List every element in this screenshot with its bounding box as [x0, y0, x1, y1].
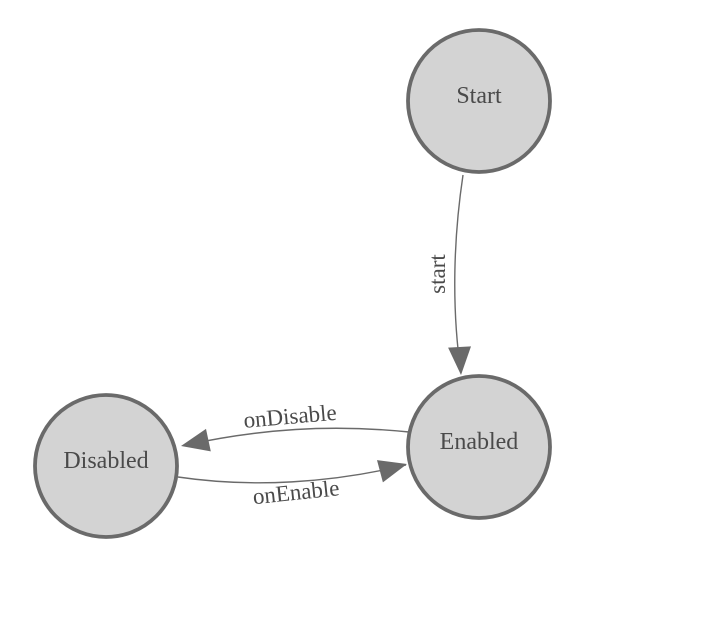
state-label-start: Start — [456, 83, 502, 109]
arrowhead-icon — [448, 346, 471, 375]
transition-enabled-to-disabled: onDisable — [181, 400, 410, 452]
state-circle-start[interactable] — [406, 28, 552, 174]
arrowhead-icon — [181, 428, 211, 452]
edge-path-enabled-to-disabled[interactable] — [185, 427, 410, 446]
edge-label-disabled-to-enabled: onEnable — [252, 475, 341, 509]
edge-path-start-to-enabled[interactable] — [454, 174, 464, 374]
state-circle-enabled[interactable] — [406, 374, 552, 520]
transition-start-to-enabled: start — [425, 174, 471, 375]
edge-path-disabled-to-enabled[interactable] — [177, 464, 407, 484]
state-circle-disabled[interactable] — [33, 393, 179, 539]
transition-disabled-to-enabled: onEnable — [177, 460, 407, 509]
state-node-start[interactable]: Start — [406, 28, 552, 174]
state-label-enabled: Enabled — [440, 429, 519, 455]
state-label-disabled: Disabled — [63, 448, 148, 474]
edge-label-start-to-enabled: start — [425, 254, 450, 294]
arrowhead-icon — [377, 460, 407, 483]
state-node-disabled[interactable]: Disabled — [33, 393, 179, 539]
state-node-enabled[interactable]: Enabled — [406, 374, 552, 520]
